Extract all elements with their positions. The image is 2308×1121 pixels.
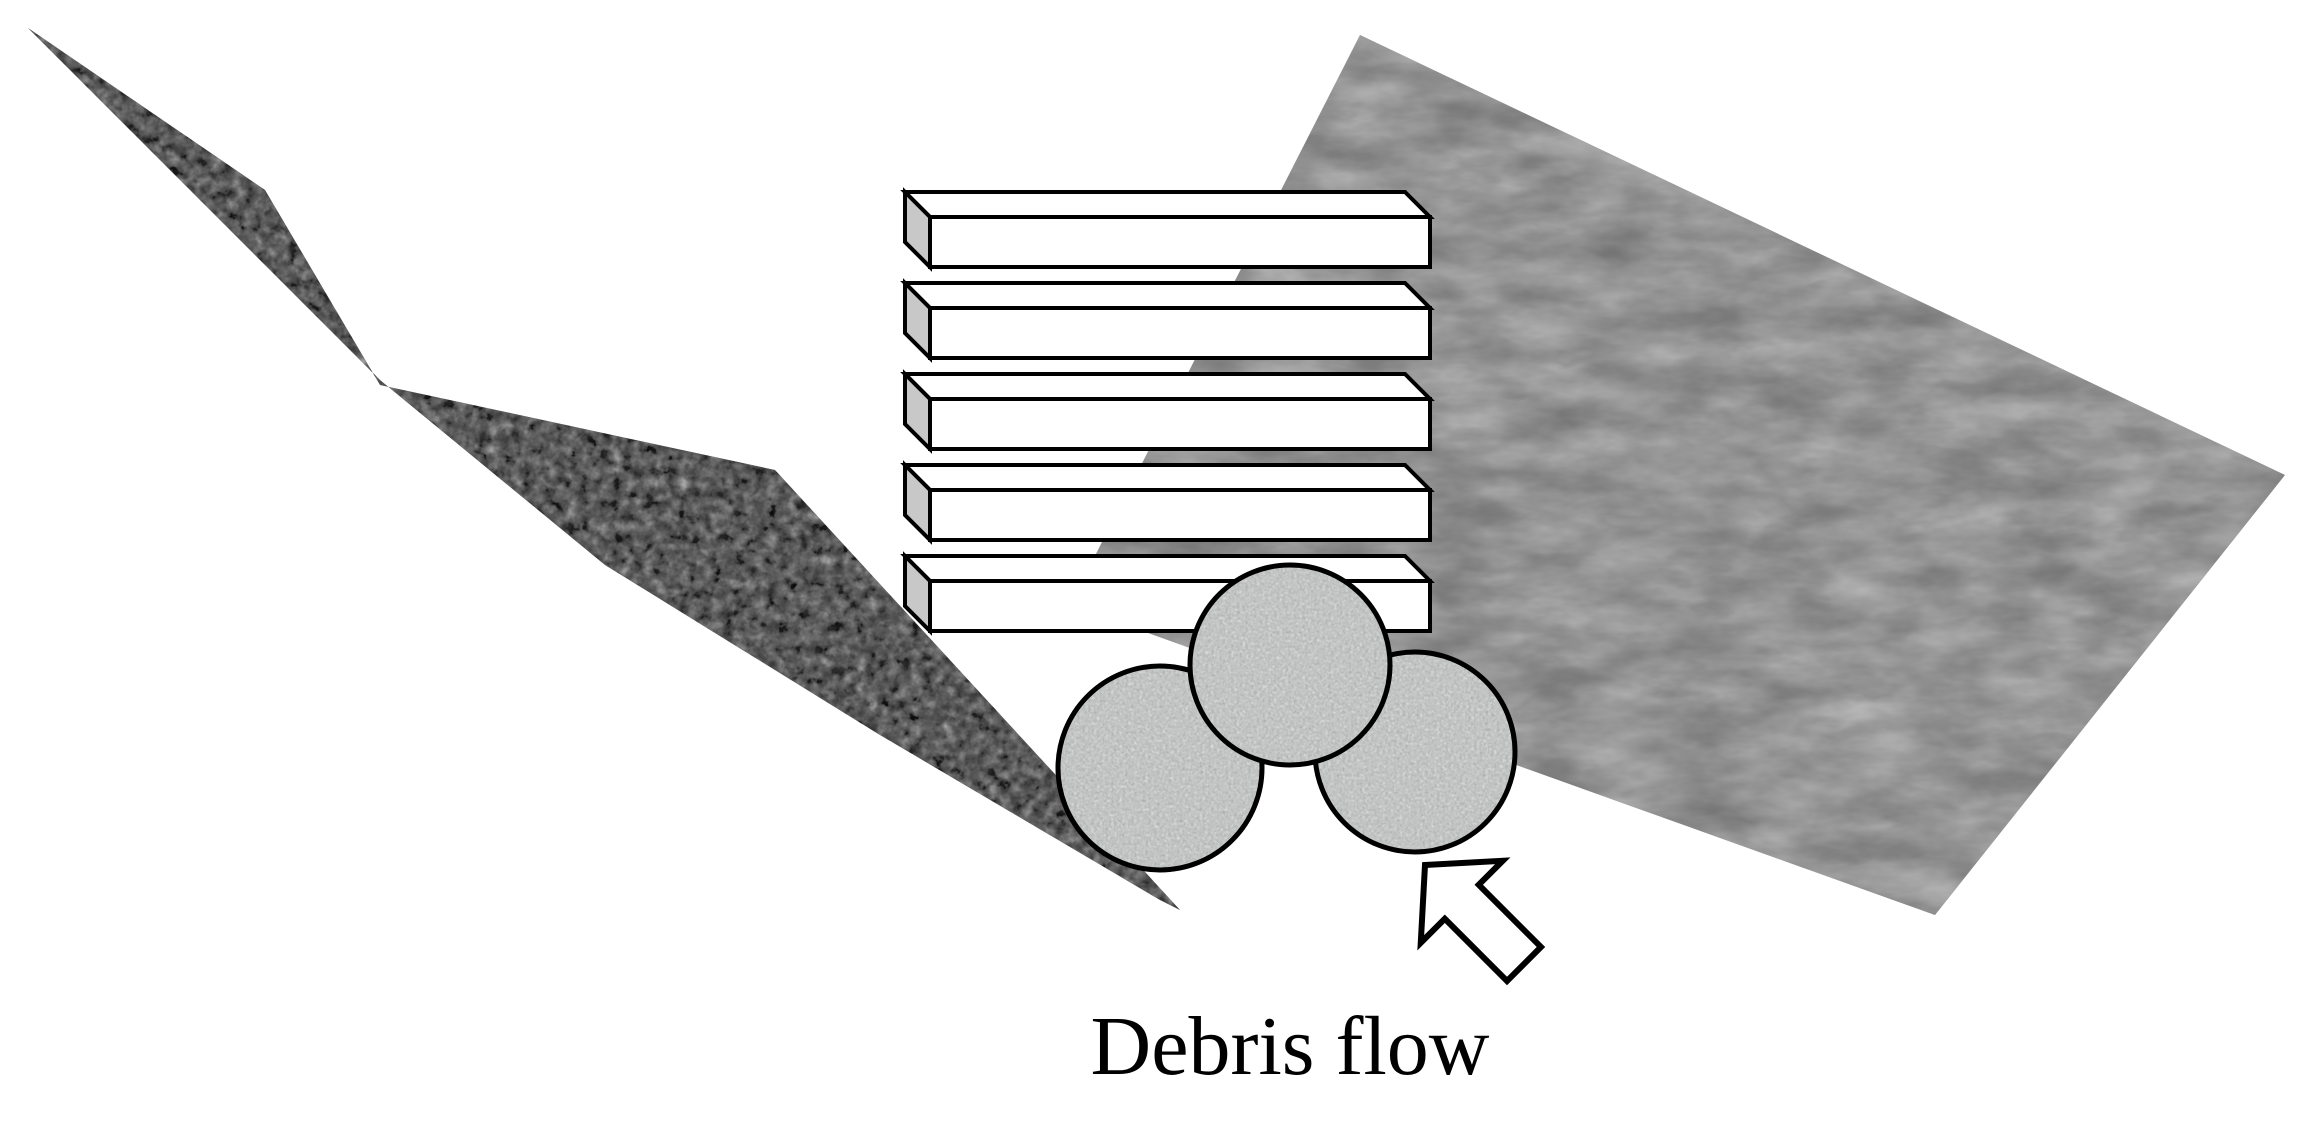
beam — [900, 460, 1435, 545]
beam — [900, 187, 1435, 272]
left-slope — [28, 28, 1180, 910]
outlined-arrow-up-left-icon — [1417, 857, 1546, 986]
barrier-beams — [900, 187, 1435, 636]
beam — [900, 369, 1435, 454]
beam — [900, 278, 1435, 363]
boulders — [1055, 562, 1518, 873]
boulder — [1187, 562, 1393, 768]
